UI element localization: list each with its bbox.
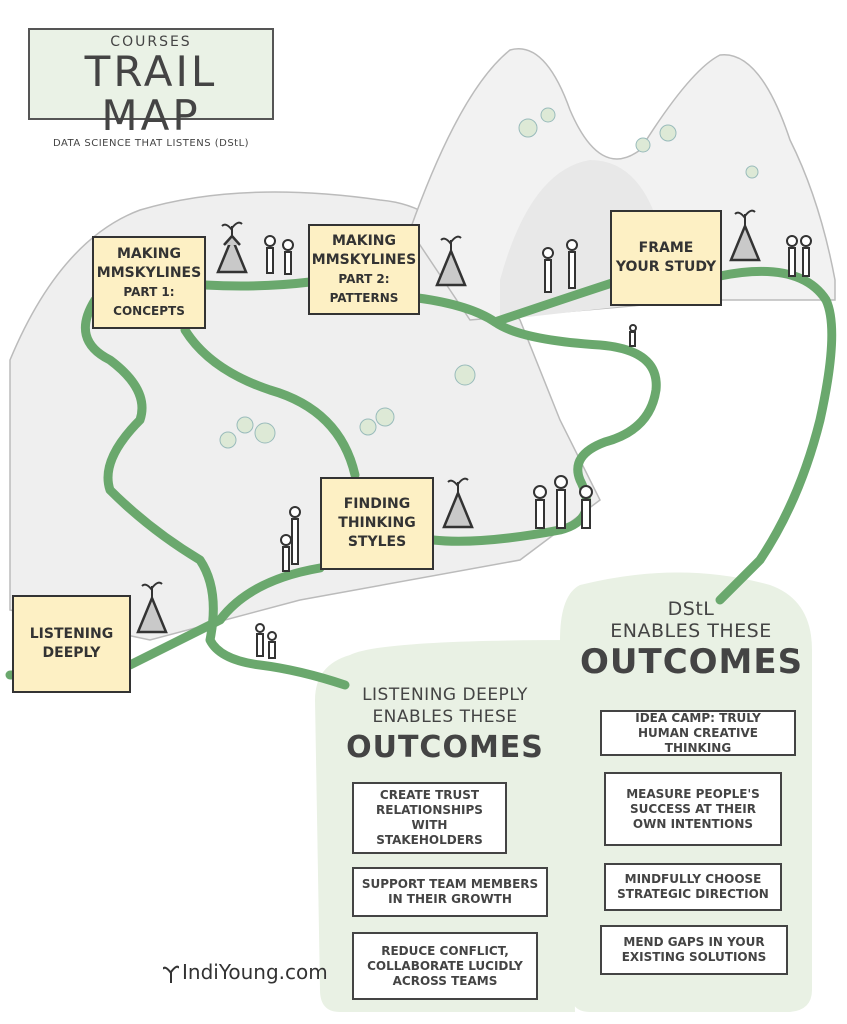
outcome-mend-gaps: MEND GAPS IN YOUR EXISTING SOLUTIONS: [600, 925, 788, 975]
listening-outcomes-line2: ENABLES THESE: [372, 707, 518, 727]
hikers-1: [264, 235, 294, 275]
course-line: mmSKYLINES: [311, 251, 417, 268]
course-line: YOUR STUDY: [615, 259, 717, 275]
outcome-support-team: SUPPORT TEAM MEMBERS IN THEIR GROWTH: [352, 867, 548, 917]
listening-outcomes-line1: LISTENING DEEPLY: [362, 685, 528, 705]
course-finding-thinking-styles[interactable]: FINDING THINKING STYLES: [320, 477, 434, 570]
tent-icons: [136, 222, 761, 634]
page-title: TRAIL MAP: [84, 47, 218, 140]
tent-icon-4: [442, 489, 474, 529]
course-frame-your-study[interactable]: FRAME YOUR STUDY: [610, 210, 722, 306]
title-subtitle: DATA SCIENCE THAT LISTENS (DStL): [52, 138, 250, 149]
sprout-logo-icon: [163, 965, 179, 983]
listening-outcomes-title: OUTCOMES: [346, 730, 544, 765]
outcome-reduce-conflict: REDUCE CONFLICT, COLLABORATE LUCIDLY ACR…: [352, 932, 538, 1000]
credit-link[interactable]: IndiYoung.com: [182, 960, 328, 984]
outcome-create-trust: CREATE TRUST RELATIONSHIPS WITH STAKEHOL…: [352, 782, 507, 854]
listening-outcomes-header: LISTENING DEEPLY ENABLES THESE OUTCOMES: [325, 684, 565, 768]
course-line: MAKING: [116, 245, 182, 262]
course-line: FINDING: [343, 496, 411, 512]
course-listening-deeply[interactable]: LISTENING DEEPLY: [12, 595, 131, 693]
hikers-6: [255, 623, 277, 659]
hikers-4: [533, 475, 593, 529]
hikers-5: [280, 506, 301, 572]
outcome-measure-success: MEASURE PEOPLE'S SUCCESS AT THEIR OWN IN…: [604, 772, 782, 846]
course-line: mmSKYLINES: [96, 264, 202, 281]
tent-icon-1: [216, 234, 248, 274]
course-line: STYLES: [347, 534, 407, 550]
trees: [219, 107, 759, 449]
sprout-icons: [141, 209, 756, 598]
tent-icon-3: [729, 222, 761, 262]
outcome-mindfully-choose: MINDFULLY CHOOSE STRATEGIC DIRECTION: [604, 863, 782, 911]
tent-icon-5: [136, 594, 168, 634]
hiker-icons: [255, 235, 812, 659]
course-line: MAKING: [331, 232, 397, 249]
course-line: DEEPLY: [42, 645, 101, 661]
title-plate: COURSES TRAIL MAP DATA SCIENCE THAT LIST…: [28, 28, 274, 149]
dstl-outcomes-header: DStL ENABLES THESE OUTCOMES: [580, 598, 802, 682]
course-line: LISTENING: [29, 626, 114, 642]
dstl-outcomes-title: OUTCOMES: [580, 642, 804, 682]
dstl-outcomes-line1: DStL: [667, 598, 715, 620]
title-overline: COURSES: [110, 34, 192, 50]
course-line: FRAME: [638, 240, 694, 256]
dstl-outcomes-line2: ENABLES THESE: [610, 620, 772, 642]
course-skylines-part-2[interactable]: MAKING mmSKYLINES PART 2: PATTERNS: [308, 224, 420, 315]
course-line: PART 2: PATTERNS: [329, 271, 399, 305]
hiker-7: [629, 324, 637, 347]
hikers-3: [786, 235, 812, 277]
course-skylines-part-1[interactable]: MAKING mmSKYLINES PART 1: CONCEPTS: [92, 236, 206, 329]
outcome-idea-camp: IDEA CAMP: TRULY HUMAN CREATIVE THINKING: [600, 710, 796, 756]
course-line: PART 1: CONCEPTS: [113, 284, 185, 318]
hikers-2: [542, 239, 578, 293]
course-line: THINKING: [338, 515, 416, 531]
tent-icon-2: [435, 247, 467, 287]
